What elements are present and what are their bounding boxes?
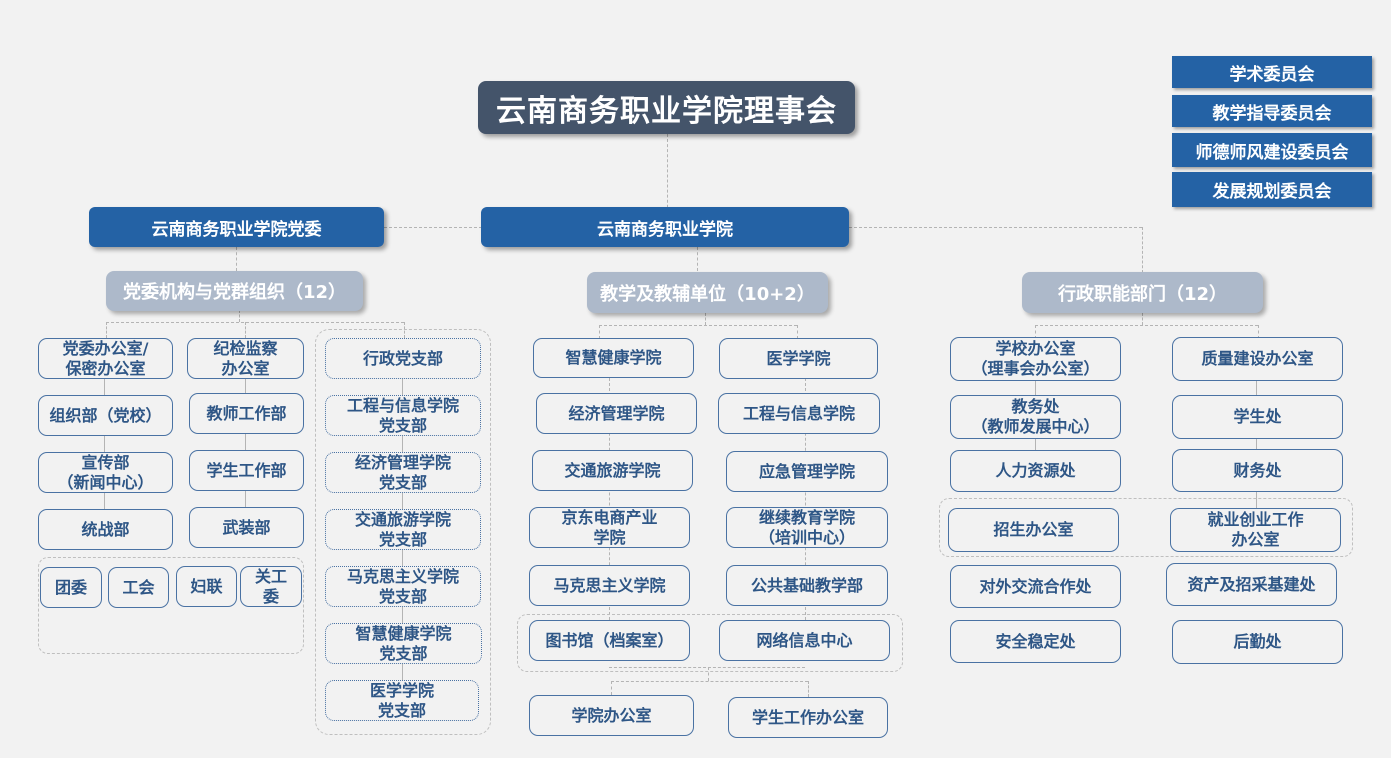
connector-teaching-right-chain [805, 378, 806, 620]
admin-right-node[interactable]: 质量建设办公室 [1172, 337, 1343, 381]
party-branch-node[interactable]: 医学学院 党支部 [325, 680, 479, 721]
connector-support-down [708, 667, 709, 681]
connector-teaching-right [797, 325, 798, 339]
party-group-header[interactable]: 党委机构与党群组织（12） [106, 271, 363, 311]
office-node[interactable]: 学院办公室 [529, 695, 694, 736]
admin-right-node[interactable]: 学生处 [1172, 395, 1343, 439]
party-branch-node[interactable]: 行政党支部 [325, 338, 481, 379]
admin-group-header[interactable]: 行政职能部门（12） [1022, 272, 1263, 313]
connector-party-branches [404, 322, 405, 338]
admin-left-node[interactable]: 教务处 （教师发展中心） [950, 395, 1121, 439]
teaching-right-node[interactable]: 工程与信息学院 [718, 393, 880, 434]
connector-teaching-left [599, 325, 600, 339]
committee-ethics[interactable]: 师德师风建设委员会 [1172, 133, 1372, 167]
teaching-left-node[interactable]: 经济管理学院 [536, 393, 697, 434]
admin-left-node[interactable]: 人力资源处 [950, 450, 1121, 492]
mass-org-node[interactable]: 团委 [40, 567, 102, 608]
teaching-right-node[interactable]: 公共基础教学部 [726, 565, 888, 606]
connector-party-college [384, 227, 482, 228]
connector-admin-left [1035, 325, 1036, 339]
committee-academic[interactable]: 学术委员会 [1172, 56, 1372, 88]
connector-offices-bar [611, 681, 808, 682]
support-units-group [517, 614, 903, 672]
admin-left-node[interactable]: 对外交流合作处 [950, 565, 1121, 608]
party-left-node[interactable]: 统战部 [38, 509, 173, 550]
party-right-node[interactable]: 纪检监察 办公室 [187, 338, 304, 379]
party-right-node[interactable]: 学生工作部 [189, 450, 304, 491]
mass-org-node[interactable]: 工会 [108, 567, 169, 608]
party-left-node[interactable]: 宣传部 （新闻中心） [38, 452, 173, 493]
mass-org-node[interactable]: 妇联 [176, 566, 237, 607]
mass-org-node[interactable]: 关工 委 [240, 566, 302, 607]
connector-admin-bar [1035, 325, 1258, 326]
teaching-right-node[interactable]: 医学学院 [719, 338, 878, 379]
connector-support-bar [609, 667, 805, 668]
teaching-left-node[interactable]: 交通旅游学院 [532, 450, 693, 491]
teaching-group-header[interactable]: 教学及教辅单位（10+2） [587, 272, 828, 313]
connector-offices-left [611, 681, 612, 695]
mass-orgs-group [38, 557, 304, 654]
support-unit-node[interactable]: 网络信息中心 [719, 620, 890, 661]
college-node[interactable]: 云南商务职业学院 [481, 207, 849, 247]
connector-party-left [106, 322, 107, 338]
connector-teaching-bar [599, 325, 797, 326]
committee-teaching-guidance[interactable]: 教学指导委员会 [1172, 95, 1372, 127]
connector-party-group-bar [106, 322, 404, 323]
party-branch-node[interactable]: 马克思主义学院 党支部 [325, 566, 481, 607]
party-branch-node[interactable]: 智慧健康学院 党支部 [325, 623, 482, 664]
party-left-node[interactable]: 组织部（党校） [38, 395, 173, 436]
admin-left-node[interactable]: 安全稳定处 [950, 620, 1121, 663]
connector-party-right [245, 322, 246, 338]
connector-teaching-down [705, 313, 706, 325]
party-left-node[interactable]: 党委办公室/ 保密办公室 [38, 338, 173, 379]
connector-admin-right-chain [1256, 380, 1257, 510]
admin-right-node[interactable]: 就业创业工作 办公室 [1170, 508, 1341, 552]
teaching-left-node[interactable]: 马克思主义学院 [529, 565, 690, 606]
office-node[interactable]: 学生工作办公室 [728, 697, 888, 738]
connector-college-admin [849, 227, 1142, 228]
connector-party-group-down [239, 310, 240, 322]
admin-right-node[interactable]: 后勤处 [1172, 620, 1343, 664]
teaching-right-node[interactable]: 应急管理学院 [726, 451, 888, 492]
party-branches-group [315, 329, 491, 735]
party-branch-node[interactable]: 交通旅游学院 党支部 [325, 509, 481, 550]
admin-right-node[interactable]: 资产及招采基建处 [1166, 563, 1337, 606]
committee-planning[interactable]: 发展规划委员会 [1172, 172, 1372, 207]
admin-left-node[interactable]: 学校办公室 （理事会办公室） [950, 337, 1121, 381]
teaching-left-node[interactable]: 智慧健康学院 [533, 338, 694, 378]
connector-admin-right [1258, 325, 1259, 339]
party-right-node[interactable]: 教师工作部 [189, 393, 304, 434]
board-of-directors-node[interactable]: 云南商务职业学院理事会 [478, 81, 855, 134]
party-branch-node[interactable]: 工程与信息学院 党支部 [325, 395, 481, 436]
connector-root-down [667, 134, 668, 228]
connector-admin-down [1142, 227, 1143, 273]
party-right-node[interactable]: 武装部 [189, 507, 304, 548]
party-branch-node[interactable]: 经济管理学院 党支部 [325, 452, 481, 493]
connector-party-right-chain [245, 378, 246, 512]
teaching-left-node[interactable]: 京东电商产业 学院 [529, 507, 690, 548]
support-unit-node[interactable]: 图书馆（档案室） [529, 620, 690, 661]
connector-party-down [236, 247, 237, 271]
admin-left-node[interactable]: 招生办公室 [948, 508, 1119, 552]
connector-offices-right [808, 681, 809, 697]
teaching-right-node[interactable]: 继续教育学院 （培训中心） [726, 507, 888, 548]
connector-college-down [697, 247, 698, 271]
admin-paired-group [939, 498, 1353, 557]
connector-admin-group-down [1142, 313, 1143, 325]
connector-party-left-chain [104, 378, 105, 512]
party-committee-node[interactable]: 云南商务职业学院党委 [89, 207, 384, 247]
connector-teaching-left-chain [609, 378, 610, 620]
admin-right-node[interactable]: 财务处 [1172, 449, 1343, 492]
